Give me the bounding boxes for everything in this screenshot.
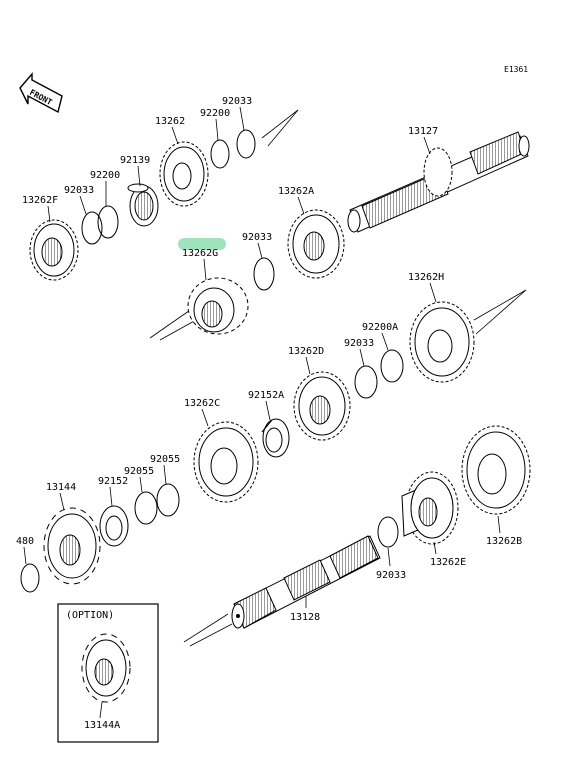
option-label: (OPTION) — [66, 610, 114, 621]
label-92200-a: 92200 — [90, 170, 120, 181]
label-13262D: 13262D — [288, 346, 324, 357]
gear-13262C — [193, 421, 259, 503]
shaft-13128 — [183, 535, 381, 647]
oring-92055-a — [134, 491, 158, 525]
gear-13262E — [401, 471, 459, 545]
gear-13262H — [409, 301, 475, 383]
highlight-marker — [178, 238, 226, 250]
washer-92200-b — [210, 139, 230, 169]
label-92152A: 92152A — [248, 390, 284, 401]
label-13262A: 13262A — [278, 186, 314, 197]
label-92055-a: 92055 — [124, 466, 154, 477]
sprocket-13144 — [43, 507, 101, 585]
label-13262: 13262 — [155, 116, 185, 127]
label-92200A: 92200A — [362, 322, 398, 333]
label-92139: 92139 — [120, 155, 150, 166]
shaft-13127 — [347, 131, 530, 233]
gear-13262D — [293, 371, 351, 441]
front-arrow-icon: FRONT — [19, 72, 63, 114]
label-13262B: 13262B — [486, 536, 522, 547]
label-13262F: 13262F — [22, 195, 58, 206]
gear-13262A — [287, 209, 345, 279]
collar-92152 — [99, 505, 129, 547]
label-480: 480 — [16, 536, 34, 547]
ring-92033-d — [354, 365, 378, 399]
label-13128: 13128 — [290, 612, 320, 623]
label-92033-e: 92033 — [376, 570, 406, 581]
washer-92200-a — [97, 205, 119, 239]
label-13144: 13144 — [46, 482, 76, 493]
label-13262G: 13262G — [182, 248, 218, 259]
collar-92152A — [261, 418, 290, 458]
label-92033-d: 92033 — [344, 338, 374, 349]
gear-13262 — [159, 141, 209, 207]
label-92200-b: 92200 — [200, 108, 230, 119]
label-13144A: 13144A — [84, 720, 120, 731]
ring-92033-e — [377, 516, 399, 548]
gear-13262G — [149, 277, 249, 341]
label-13262E: 13262E — [430, 557, 466, 568]
diagram-code: E1361 — [504, 65, 528, 74]
oring-92055-b — [156, 483, 180, 517]
label-92033-c: 92033 — [242, 232, 272, 243]
ring-92033-a — [81, 211, 103, 245]
label-92033-a: 92033 — [64, 185, 94, 196]
ring-92033-b — [236, 129, 256, 159]
sprocket-13144A — [81, 633, 131, 703]
washer-92200A — [380, 349, 404, 383]
gear-13262B — [461, 425, 531, 515]
label-92055-b: 92055 — [150, 454, 180, 465]
label-13127: 13127 — [408, 126, 438, 137]
label-13262H: 13262H — [408, 272, 444, 283]
label-13262C: 13262C — [184, 398, 220, 409]
circlip-480 — [20, 563, 40, 593]
gear-13262F — [29, 219, 79, 281]
ring-92033-c — [253, 257, 275, 291]
label-92033-b: 92033 — [222, 96, 252, 107]
option-box: (OPTION) 13144A — [57, 603, 159, 743]
bearing-92139 — [127, 183, 159, 227]
label-92152: 92152 — [98, 476, 128, 487]
